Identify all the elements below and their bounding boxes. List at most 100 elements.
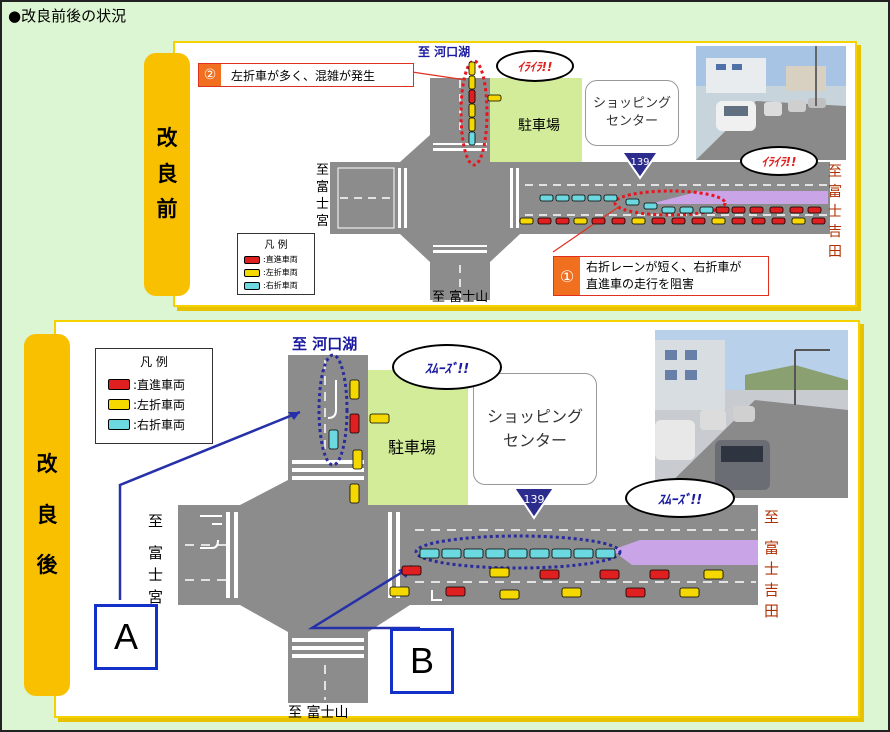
after-bubble-right: ｽﾑｰｽﾞ!!	[625, 478, 735, 518]
vehicle-mark	[529, 548, 550, 559]
vehicle-mark	[468, 131, 476, 146]
vehicle-mark	[507, 548, 528, 559]
legend-row: :左折車両	[244, 267, 314, 278]
vehicle-mark	[731, 217, 746, 225]
after-dotted-ellipse-top	[317, 353, 349, 467]
vehicle-mark	[715, 206, 730, 214]
shopping-line: ショッピング	[592, 96, 671, 111]
vehicle-mark	[611, 217, 626, 225]
vehicle-mark	[468, 75, 476, 90]
after-route-sign-number: 139	[524, 493, 545, 506]
after-bubble-top: ｽﾑｰｽﾞ!!	[392, 344, 502, 390]
after-dest-bottom: 至 富士山	[288, 705, 349, 721]
vehicle-mark	[771, 217, 786, 225]
before-dotted-ellipse-right	[613, 189, 727, 217]
legend-car-left	[108, 399, 130, 410]
before-callout1-connector	[552, 205, 621, 253]
dest-char: 至	[148, 512, 164, 530]
dest-char: 田	[764, 602, 780, 620]
vehicle-mark	[539, 194, 554, 202]
vehicle-mark	[703, 569, 724, 580]
vehicle-mark	[649, 569, 670, 580]
before-right-turn-lane	[650, 191, 828, 204]
legend-car-right	[108, 419, 130, 430]
vehicle-mark	[561, 587, 582, 598]
dest-char: 富	[828, 184, 842, 200]
dest-char: 吉	[828, 224, 842, 240]
dest-char: 至	[316, 163, 330, 178]
vehicle-mark	[711, 217, 726, 225]
vehicle-mark	[679, 206, 694, 214]
dest-char: 富	[316, 180, 330, 195]
after-right-turn-lane	[612, 540, 758, 565]
before-car-group	[468, 61, 826, 225]
vehicle-mark	[603, 194, 618, 202]
legend-label: :右折車両	[133, 418, 186, 432]
legend-label: :直進車両	[263, 255, 298, 264]
vehicle-mark	[551, 548, 572, 559]
after-tag-char: 後	[36, 553, 58, 578]
after-arrow-a	[118, 410, 301, 600]
legend-row: :直進車両	[244, 254, 314, 265]
before-dest-right: 至 富 士 吉 田	[828, 162, 842, 262]
before-lane-lines	[340, 80, 828, 298]
dest-char: 至	[828, 164, 842, 180]
vehicle-mark	[691, 217, 706, 225]
before-bubble-right: ｲﾗｲﾗ!!	[740, 146, 818, 176]
before-callout-2-text: 左折車が多く、混雑が発生	[231, 68, 376, 83]
vehicle-mark	[555, 194, 570, 202]
vehicle-mark	[791, 217, 806, 225]
before-dest-left: 至 富 士 宮	[316, 162, 329, 230]
legend-car-straight	[108, 379, 130, 390]
before-photo	[696, 46, 846, 160]
vehicle-mark	[731, 206, 746, 214]
after-tag-char: 良	[36, 502, 58, 527]
before-crosswalks	[398, 143, 519, 253]
dest-char: 士	[828, 204, 842, 220]
before-callout-1: ① 右折レーンが短く、右折車が 直進車の走行を阻害	[553, 256, 769, 296]
after-dest-right: 至 富 士 吉 田	[764, 507, 779, 622]
before-route-sign-number: 139	[630, 157, 649, 168]
vehicle-mark	[555, 217, 570, 225]
dest-char: 田	[828, 244, 842, 260]
before-lane-markings	[337, 167, 395, 229]
vehicle-mark	[679, 587, 700, 598]
vehicle-mark	[419, 548, 440, 559]
legend-row: :右折車両	[108, 416, 212, 433]
vehicle-mark	[591, 217, 606, 225]
after-arrow-a-head	[288, 412, 300, 420]
before-callout2-connector	[411, 71, 467, 81]
after-dest-left: 至 富 士 宮	[148, 510, 163, 608]
vehicle-mark	[811, 217, 826, 225]
legend-title: 凡 例	[264, 240, 288, 251]
legend-car-left	[244, 268, 260, 277]
after-parking-lot	[368, 370, 468, 505]
before-callout-2-number: ②	[199, 64, 221, 86]
after-dest-top: 至 河口湖	[292, 335, 358, 353]
before-intersection	[400, 135, 520, 262]
vehicle-mark	[651, 217, 666, 225]
dest-char: 士	[148, 566, 164, 584]
vehicle-mark	[489, 567, 510, 578]
after-car-group	[328, 379, 724, 600]
before-parking-lot	[490, 78, 582, 162]
legend-car-right	[244, 281, 260, 290]
vehicle-mark	[401, 565, 422, 576]
vehicle-mark	[487, 94, 502, 102]
before-legend: 凡 例 :直進車両 :左折車両 :右折車両	[237, 233, 315, 295]
after-dotted-ellipse-right	[414, 534, 622, 570]
vehicle-mark	[699, 206, 714, 214]
label-box-a: A	[94, 604, 158, 670]
dest-char: 宮	[148, 588, 164, 606]
legend-label: :左折車両	[263, 268, 298, 277]
vehicle-mark	[789, 206, 804, 214]
after-tag: 改 良 後	[24, 334, 70, 696]
vehicle-mark	[349, 483, 360, 504]
vehicle-mark	[463, 548, 484, 559]
before-callout-2: ② 左折車が多く、混雑が発生	[198, 63, 414, 87]
vehicle-mark	[643, 202, 658, 210]
legend-label: :直進車両	[133, 378, 186, 392]
vehicle-mark	[499, 589, 520, 600]
dest-char: 宮	[316, 214, 330, 229]
after-lane-lines	[185, 360, 756, 700]
